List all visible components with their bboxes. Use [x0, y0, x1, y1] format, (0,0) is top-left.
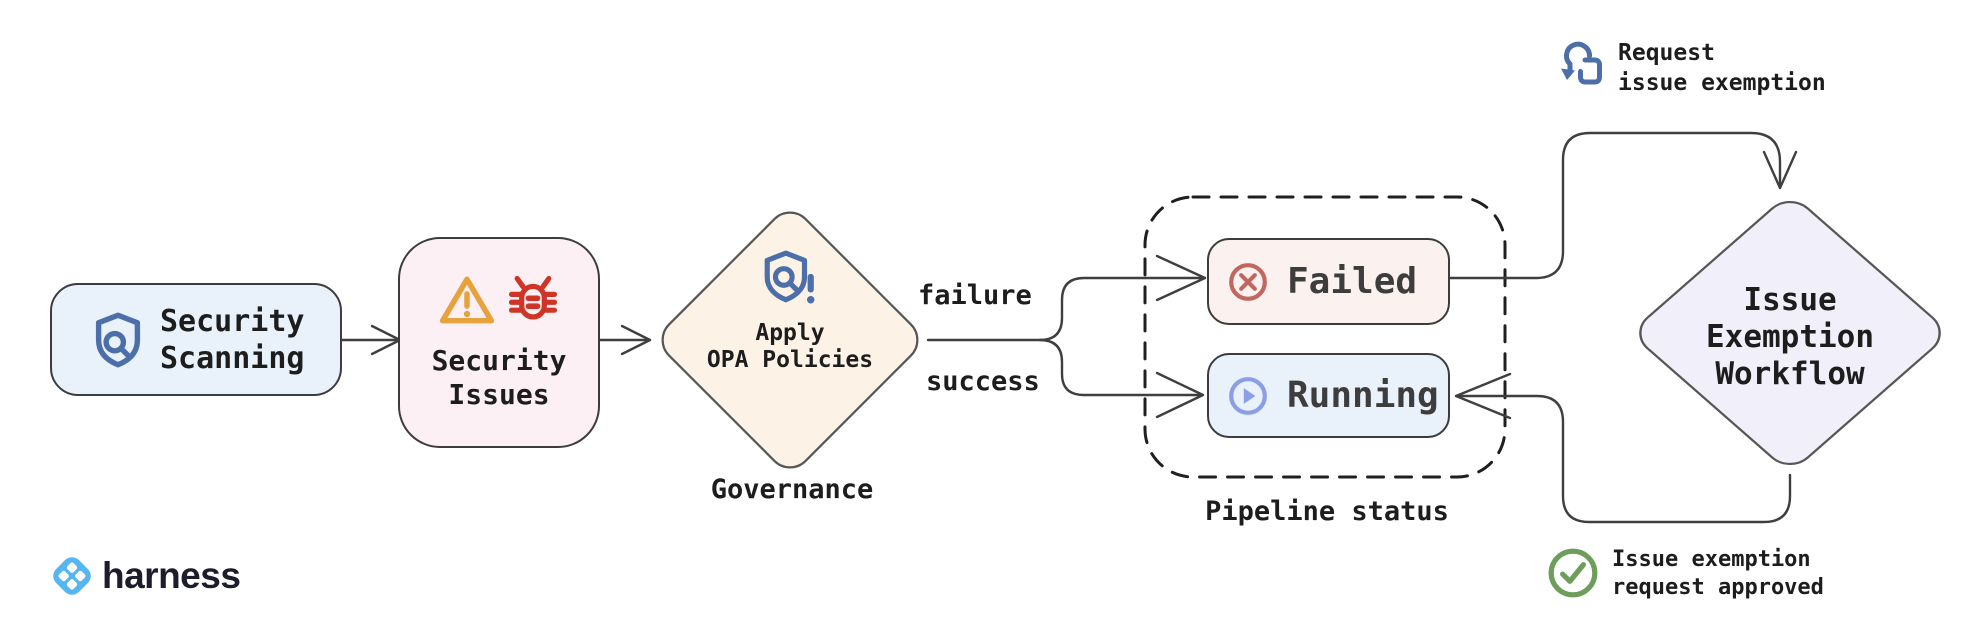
- node-label: Security Scanning: [160, 303, 305, 377]
- node-running: Running: [1207, 353, 1450, 438]
- annotation-request-approved: Issue exemption request approved: [1546, 546, 1824, 602]
- status-label: Failed: [1287, 261, 1418, 302]
- node-failed: Failed: [1207, 238, 1450, 325]
- node-issue-exemption-label: Issue Exemption Workflow: [1706, 282, 1874, 393]
- warning-triangle-icon: [439, 276, 495, 323]
- node-apply-opa-label: Apply OPA Policies: [707, 320, 873, 374]
- label-line: Security: [431, 343, 567, 377]
- apply-opa-diamond: [661, 211, 919, 469]
- label-line: Issue: [1743, 282, 1837, 318]
- label-line: Workflow: [1715, 356, 1865, 392]
- node-label: Security Issues: [432, 344, 567, 412]
- pipeline-status-container: [1143, 195, 1507, 479]
- harness-wordmark: harness: [102, 555, 241, 596]
- label-line: OPA Policies: [706, 347, 874, 373]
- label-line: Scanning: [160, 340, 305, 376]
- annotation-request-exemption: Request issue exemption: [1558, 38, 1826, 98]
- circle-check-icon: [1548, 548, 1598, 598]
- annotation-text: Request issue exemption: [1618, 38, 1826, 98]
- circle-play-icon: [1229, 376, 1267, 415]
- issue-icons: [439, 274, 559, 326]
- edge-label-success: success: [926, 366, 1040, 397]
- shield-search-icon: [95, 312, 141, 367]
- harness-logo-icon: [53, 557, 91, 595]
- label-line: request approved: [1612, 575, 1824, 600]
- shield-alert-icon-wrap: [761, 249, 819, 307]
- harness-logo: harness: [47, 551, 241, 601]
- label-line: Exemption: [1706, 319, 1874, 355]
- label-line: issue exemption: [1618, 70, 1826, 96]
- connectors: [340, 131, 1798, 524]
- label-line: Apply: [755, 320, 825, 346]
- label-line: Security: [160, 303, 305, 339]
- label-line: Request: [1618, 40, 1715, 66]
- bug-icon: [508, 275, 558, 320]
- governance-caption: Governance: [710, 474, 874, 505]
- label-line: Issues: [448, 377, 550, 411]
- status-label: Running: [1287, 375, 1439, 416]
- node-security-scanning: Security Scanning: [50, 283, 342, 396]
- edge-label-failure: failure: [918, 280, 1032, 311]
- shield-alert-icon: [764, 250, 815, 304]
- label-line: Issue exemption: [1612, 547, 1811, 572]
- issue-exemption-diamond: [1639, 201, 1941, 465]
- circle-x-icon: [1229, 262, 1267, 301]
- pipeline-status-caption: Pipeline status: [1205, 496, 1449, 527]
- node-security-issues: Security Issues: [398, 237, 600, 448]
- annotation-text: Issue exemption request approved: [1612, 546, 1824, 602]
- tap-gesture-icon: [1561, 41, 1602, 85]
